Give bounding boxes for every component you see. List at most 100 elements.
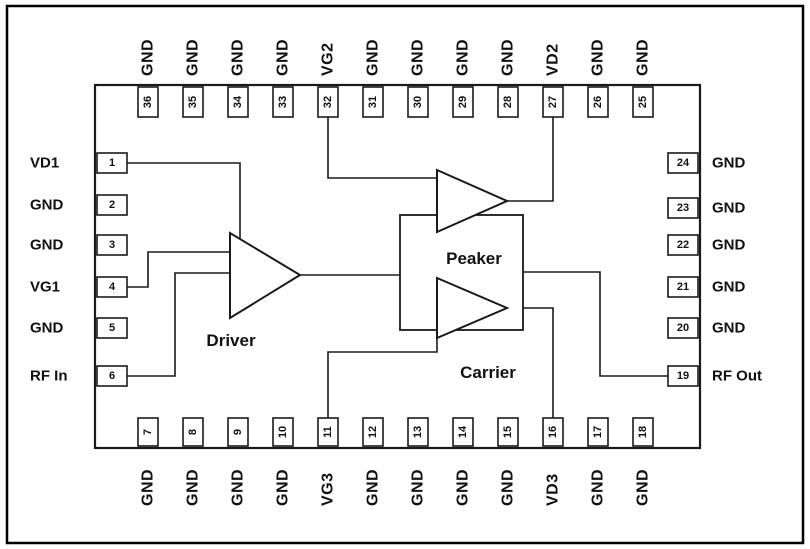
pin-label: GND xyxy=(185,469,202,506)
pin-label: GND xyxy=(275,469,292,506)
pin-label: GND xyxy=(712,237,746,254)
pin-8: 8 GND xyxy=(182,417,204,506)
pin-12: 12 GND xyxy=(362,417,384,506)
pin-13: 13 GND xyxy=(407,417,429,506)
pin-number: 17 xyxy=(592,426,604,438)
pin-number: 19 xyxy=(677,370,689,382)
wire-vd2-peaker-out xyxy=(507,117,554,202)
pin-number: 14 xyxy=(457,425,469,438)
pin-box xyxy=(96,152,128,174)
pin-number: 21 xyxy=(677,281,689,293)
pin-label: GND xyxy=(410,39,427,76)
pin-box xyxy=(542,86,564,118)
pin-label: GND xyxy=(185,39,202,76)
wire-rf-out xyxy=(523,271,668,377)
pin-number: 36 xyxy=(142,96,154,108)
pin-1: 1 VD1 xyxy=(30,152,128,174)
pin-36: 36 GND xyxy=(137,39,159,118)
pin-box xyxy=(452,86,474,118)
pin-number: 2 xyxy=(109,199,115,211)
pin-number: 24 xyxy=(677,157,690,169)
pin-label: GND xyxy=(140,39,157,76)
pin-box xyxy=(227,86,249,118)
peaker-amplifier xyxy=(436,168,510,234)
pin-33: 33 GND xyxy=(272,39,294,118)
pin-number: 33 xyxy=(277,96,289,108)
pin-box xyxy=(407,417,429,447)
pin-number: 11 xyxy=(322,426,334,438)
wire-vg2 xyxy=(327,117,437,179)
wire-vg1 xyxy=(127,251,230,288)
pin-label: GND xyxy=(712,200,746,217)
carrier-label: Carrier xyxy=(460,363,516,382)
pin-7: 7 GND xyxy=(137,417,159,506)
pin-box xyxy=(227,417,249,447)
pin-22: 22 GND xyxy=(667,234,746,256)
pin-32: 32 VG2 xyxy=(317,42,339,118)
pin-label: GND xyxy=(455,39,472,76)
pin-number: 5 xyxy=(109,322,115,334)
pin-label: GND xyxy=(365,39,382,76)
pin-2: 2 GND xyxy=(30,194,128,216)
pin-label: GND xyxy=(500,39,517,76)
pin-number: 7 xyxy=(142,429,154,435)
pin-box xyxy=(632,86,654,118)
pin-box xyxy=(96,276,128,298)
wire-vd1 xyxy=(127,162,241,239)
pin-number: 20 xyxy=(677,322,689,334)
pin-number: 6 xyxy=(109,370,115,382)
pin-label: GND xyxy=(230,469,247,506)
pin-number: 16 xyxy=(547,426,559,438)
pin-5: 5 GND xyxy=(30,317,128,339)
pin-16: 16 VD3 xyxy=(542,417,564,506)
pin-number: 1 xyxy=(109,157,115,169)
pin-number: 27 xyxy=(547,96,559,108)
pin-21: 21 GND xyxy=(667,276,746,298)
pin-number: 30 xyxy=(412,96,424,108)
pin-number: 23 xyxy=(677,202,689,214)
pin-11: 11 VG3 xyxy=(317,417,339,506)
pin-box xyxy=(137,86,159,118)
pin-27: 27 VD2 xyxy=(542,43,564,118)
pin-19: 19 RF Out xyxy=(667,365,762,387)
pin-label: VD1 xyxy=(30,155,59,172)
pin-box xyxy=(96,317,128,339)
pin-number: 34 xyxy=(232,95,244,108)
pin-label: RF In xyxy=(30,368,68,385)
pin-23: 23 GND xyxy=(667,197,746,219)
pin-28: 28 GND xyxy=(497,39,519,118)
pin-box xyxy=(96,194,128,216)
pin-box xyxy=(96,234,128,256)
pin-number: 15 xyxy=(502,426,514,438)
pin-number: 8 xyxy=(187,429,199,435)
pin-label: GND xyxy=(712,320,746,337)
pin-box xyxy=(362,417,384,447)
pin-label: GND xyxy=(30,197,64,214)
pin-box xyxy=(667,197,699,219)
chip-body xyxy=(93,83,702,450)
pin-10: 10 GND xyxy=(272,417,294,506)
pin-number: 29 xyxy=(457,96,469,108)
pin-34: 34 GND xyxy=(227,39,249,118)
pin-box xyxy=(317,86,339,118)
pin-number: 26 xyxy=(592,96,604,108)
pin-box xyxy=(632,417,654,447)
pin-label: GND xyxy=(635,39,652,76)
pin-box xyxy=(587,86,609,118)
pin-box xyxy=(667,234,699,256)
pin-label: GND xyxy=(712,279,746,296)
pin-number: 22 xyxy=(677,239,689,251)
wire-vg3 xyxy=(327,338,438,418)
pin-29: 29 GND xyxy=(452,39,474,118)
pin-box xyxy=(667,276,699,298)
pin-24: 24 GND xyxy=(667,152,746,174)
pin-label: GND xyxy=(30,320,64,337)
pin-label: GND xyxy=(410,469,427,506)
pin-box xyxy=(497,417,519,447)
pin-9: 9 GND xyxy=(227,417,249,506)
pin-box xyxy=(587,417,609,447)
pin-number: 31 xyxy=(367,96,379,108)
pin-number: 13 xyxy=(412,426,424,438)
